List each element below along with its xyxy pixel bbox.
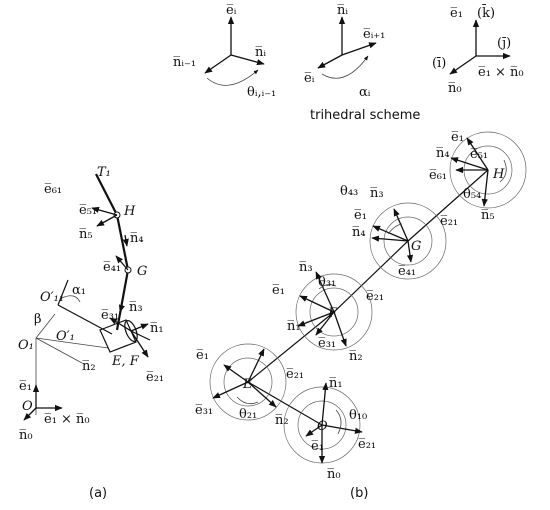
a-e41: e̅₄₁ (103, 260, 121, 275)
panel-b-label: (b) (350, 486, 368, 501)
b-O-n0: n̅₀ (327, 467, 341, 482)
panel-b: e̅₁ n̅₄ e̅₅₁ e̅₆₁ H θ₅₄ n̅₅ θ₄₃ n̅₃ e̅₁ … (195, 130, 527, 501)
t2-angle-label: αᵢ (359, 85, 371, 100)
a-e31: e̅₃₁ (101, 308, 119, 323)
panel-a: T₁ e̅₆₁ e̅₅₁ H n̅₅ n̅₄ e̅₄₁ G n̅₃ α₁ O′₁… (18, 165, 164, 501)
a-e21: e̅₂₁ (146, 370, 164, 385)
b-F-e1: e̅₁ (272, 283, 285, 298)
b-G-pt: G (411, 239, 421, 254)
a-e1: e̅₁ (19, 379, 32, 394)
arm-link-upper (115, 214, 130, 271)
a-n4: n̅₄ (130, 231, 144, 246)
a-EF: E, F (111, 354, 140, 369)
a-e51: e̅₅₁ (79, 203, 97, 218)
panel-a-label: (a) (89, 486, 107, 501)
b-E-n2: n̅₂ (275, 413, 289, 428)
a-n2: n̅₂ (82, 359, 96, 374)
joint-F: n̅₃ θ₃₁ e̅₁ e̅₂₁ n̅₁ F e̅₃₁ n̅₂ (272, 260, 384, 364)
b-F-pt: F (327, 306, 338, 321)
b-F-n2: n̅₂ (349, 349, 363, 364)
b-F-n1: n̅₁ (287, 319, 301, 334)
t1-right-label: n̅ᵢ (255, 45, 266, 60)
t3-up-alt-label: (k̄) (477, 4, 495, 21)
a-O1: O₁ (18, 338, 34, 353)
joint-G: θ₄₃ n̅₃ e̅₁ n̅₄ e̅₂₁ G e̅₄₁ (340, 184, 458, 280)
a-O1p: O′₁ (56, 329, 75, 344)
b-E-pt: E (242, 377, 253, 392)
b-O-e21: e̅₂₁ (358, 437, 376, 452)
t2-right-label: e̅ᵢ₊₁ (363, 27, 385, 42)
arm-link-end (95, 173, 118, 216)
joint-E: e̅₁ e̅₂₁ E e̅₃₁ θ₂₁ n̅₂ (195, 343, 304, 428)
b-H-theta: θ₅₄ (463, 187, 481, 202)
t3-right-label: e̅₁ × n̅₀ (478, 65, 524, 80)
a-O11p: O′₁₁ (40, 290, 64, 305)
arm-link-lower (115, 269, 130, 331)
t2-left-label: e̅ᵢ (304, 71, 315, 86)
b-H-e61: e̅₆₁ (429, 168, 447, 183)
t2-up-label: n̅ᵢ (337, 3, 348, 18)
trihedral-1: e̅ᵢ n̅ᵢ₋₁ n̅ᵢ θᵢ,ᵢ₋₁ (173, 3, 276, 100)
joint-H: e̅₁ n̅₄ e̅₅₁ e̅₆₁ H θ₅₄ n̅₅ (429, 130, 527, 223)
b-G-theta: θ₄₃ (340, 184, 358, 199)
b-F-n3: n̅₃ (299, 260, 313, 275)
t3-up-label: e̅₁ (450, 6, 463, 21)
b-H-e51: e̅₅₁ (470, 147, 488, 162)
b-G-n3: n̅₃ (370, 186, 384, 201)
t3-left-label: (ī) (432, 56, 446, 71)
b-E-e1: e̅₁ (196, 348, 209, 363)
b-O-n1: n̅₁ (329, 376, 343, 391)
b-E-theta: θ₂₁ (239, 407, 257, 422)
a-T1: T₁ (97, 165, 111, 180)
a-n5: n̅₅ (79, 227, 93, 242)
trihedral-2: n̅ᵢ e̅ᵢ e̅ᵢ₊₁ αᵢ (304, 3, 385, 100)
trihedral-scheme: e̅ᵢ n̅ᵢ₋₁ n̅ᵢ θᵢ,ᵢ₋₁ n̅ᵢ e̅ᵢ e̅ᵢ₊₁ αᵢ e̅… (173, 3, 524, 123)
b-H-n4: n̅₄ (436, 146, 450, 161)
b-F-e21: e̅₂₁ (366, 289, 384, 304)
b-G-n4: n̅₄ (352, 225, 366, 240)
b-H-n5: n̅₅ (481, 208, 495, 223)
b-F-e31: e̅₃₁ (318, 336, 336, 351)
a-beta: β (34, 312, 42, 327)
a-e61: e̅₆₁ (44, 182, 62, 197)
trihedral-3: e̅₁ (k̄) (ī) n̅₀ (j̄) e̅₁ × n̅₀ (432, 4, 524, 96)
b-E-e31: e̅₃₁ (195, 403, 213, 418)
a-n0: n̅₀ (19, 428, 33, 443)
t3-down-label: n̅₀ (448, 81, 462, 96)
b-G-e1: e̅₁ (354, 208, 367, 223)
b-E-e21: e̅₂₁ (286, 367, 304, 382)
a-e1xn0: e̅₁ × n̅₀ (44, 412, 90, 427)
b-G-e41: e̅₄₁ (398, 264, 416, 279)
b-O-pt: O (317, 419, 328, 434)
b-H-pt: H (492, 167, 505, 182)
a-alpha1: α₁ (72, 283, 86, 298)
a-n3: n̅₃ (129, 300, 143, 315)
t1-angle-label: θᵢ,ᵢ₋₁ (247, 85, 276, 100)
t1-up-label: e̅ᵢ (226, 3, 237, 18)
cylinder-joint (99, 319, 151, 353)
a-O: O (22, 399, 33, 414)
a-H: H (123, 204, 136, 219)
t1-left-label: n̅ᵢ₋₁ (173, 55, 196, 70)
a-n1: n̅₁ (150, 321, 164, 336)
joint-O: n̅₁ θ₁₀ O e̅₁ e̅₂₁ n̅₀ (283, 376, 376, 482)
a-G: G (137, 264, 147, 279)
b-G-e21: e̅₂₁ (440, 214, 458, 229)
b-H-e1: e̅₁ (451, 130, 464, 145)
b-O-e1: e̅₁ (311, 439, 324, 454)
b-F-theta: θ₃₁ (318, 275, 336, 290)
b-O-theta: θ₁₀ (349, 408, 367, 423)
t3-right-alt-label: (j̄) (497, 36, 511, 51)
trihedral-caption: trihedral scheme (310, 108, 420, 123)
